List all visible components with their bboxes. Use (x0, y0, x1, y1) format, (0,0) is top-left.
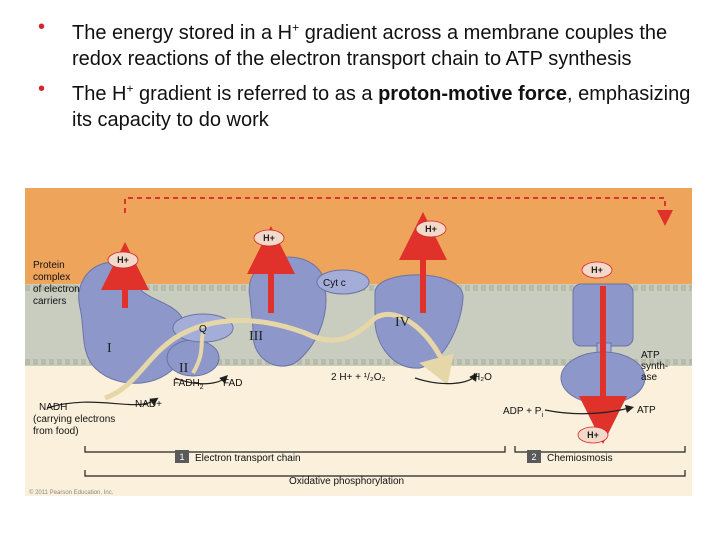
h-ion-5: H+ (578, 427, 608, 443)
complex-iv-label: IV (395, 315, 410, 330)
step-1-label: Electron transport chain (195, 453, 301, 464)
complex-ii-label: II (179, 361, 189, 376)
step-2-label: Chemiosmosis (547, 453, 613, 464)
complex-iii-label: III (249, 329, 263, 344)
h-ion-2: H+ (254, 230, 284, 246)
step-1-badge: 1 (175, 450, 189, 463)
nadh-note-line2: from food) (33, 426, 79, 437)
electron-flow-arrowhead (435, 366, 445, 368)
h-ion-3: H+ (416, 221, 446, 237)
svg-text:ATP: ATP (641, 350, 660, 361)
copyright-text: © 2011 Pearson Education, Inc. (29, 489, 114, 496)
bullet-item: • The H+ gradient is referred to as a pr… (30, 76, 700, 134)
svg-text:H+: H+ (117, 255, 129, 265)
q-label: Q (199, 324, 207, 335)
svg-text:ase: ase (641, 372, 658, 383)
h-ion-1: H+ (108, 252, 138, 268)
svg-text:H+: H+ (263, 233, 275, 243)
h-ion-4: H+ (582, 262, 612, 278)
complex-i-label: I (107, 341, 112, 356)
fad-label: FAD (223, 378, 242, 389)
diagram-svg: H+ H+ H+ H+ H+ Protein complex of electr… (25, 188, 692, 496)
svg-text:carriers: carriers (33, 296, 66, 307)
bullet-item: • The energy stored in a H+ gradient acr… (30, 14, 700, 72)
atp-label: ATP (637, 405, 656, 416)
svg-text:complex: complex (33, 272, 70, 283)
svg-text:H+: H+ (591, 265, 603, 275)
svg-text:2: 2 (531, 452, 536, 462)
cyt-c-label: Cyt c (323, 278, 346, 289)
oxidative-phosphorylation-diagram: H+ H+ H+ H+ H+ Protein complex of electr… (25, 188, 692, 496)
bullet-list: • The energy stored in a H+ gradient acr… (30, 14, 700, 137)
svg-text:of electron: of electron (33, 284, 80, 295)
oxygen-reaction-label: 2 H+ + ¹/₂O₂ (331, 372, 386, 383)
oxphos-label: Oxidative phosphorylation (289, 476, 404, 487)
svg-text:H+: H+ (587, 430, 599, 440)
bullet-text: The energy stored in a H+ gradient acros… (72, 22, 667, 70)
nad-plus-label: NAD+ (135, 399, 162, 410)
svg-text:Protein: Protein (33, 260, 65, 271)
svg-text:synth-: synth- (641, 361, 668, 372)
svg-text:1: 1 (179, 452, 184, 462)
nadh-label: NADH (39, 402, 67, 413)
bullet-dot-icon: • (38, 76, 45, 102)
water-label: H₂O (473, 372, 492, 383)
nadh-note-line1: (carrying electrons (33, 414, 115, 425)
step-2-badge: 2 (527, 450, 541, 463)
bullet-dot-icon: • (38, 14, 45, 40)
svg-text:H+: H+ (425, 224, 437, 234)
bullet-text: The H+ gradient is referred to as a prot… (72, 83, 690, 131)
